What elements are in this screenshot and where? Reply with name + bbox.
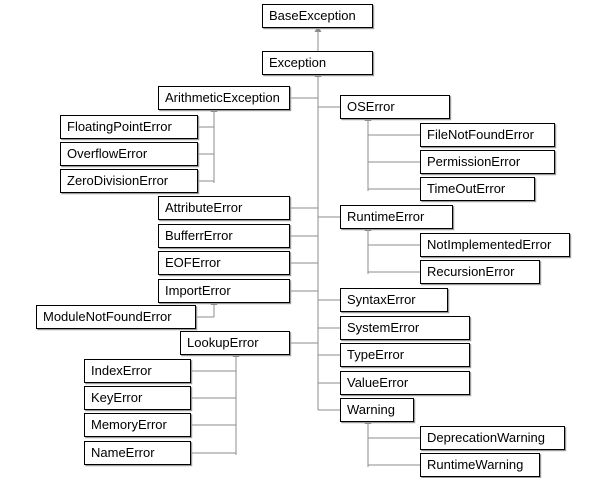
- node-recursion_error[interactable]: RecursionError: [420, 260, 540, 284]
- node-overflow_error[interactable]: OverflowError: [60, 142, 198, 166]
- node-type_error[interactable]: TypeError: [340, 343, 470, 367]
- node-eof_error[interactable]: EOFError: [158, 251, 290, 275]
- node-warning[interactable]: Warning: [340, 398, 414, 422]
- node-zero_division_error[interactable]: ZeroDivisionError: [60, 169, 198, 193]
- node-name_error[interactable]: NameError: [84, 441, 191, 465]
- node-runtime_warning[interactable]: RuntimeWarning: [420, 453, 540, 477]
- node-index_error[interactable]: IndexError: [84, 359, 191, 383]
- node-module_not_found[interactable]: ModuleNotFoundError: [36, 305, 196, 329]
- node-value_error[interactable]: ValueError: [340, 371, 470, 395]
- node-memory_error[interactable]: MemoryError: [84, 413, 191, 437]
- node-exception[interactable]: Exception: [262, 51, 373, 75]
- node-arithmetic_exception[interactable]: ArithmeticException: [158, 86, 290, 110]
- node-import_error[interactable]: ImportError: [158, 279, 290, 303]
- node-floating_point_error[interactable]: FloatingPointError: [60, 115, 198, 139]
- node-system_error[interactable]: SystemError: [340, 316, 470, 340]
- node-deprecation_warning[interactable]: DeprecationWarning: [420, 426, 565, 450]
- node-syntax_error[interactable]: SyntaxError: [340, 288, 448, 312]
- node-os_error[interactable]: OSError: [340, 95, 450, 119]
- node-permission_error[interactable]: PermissionError: [420, 150, 555, 174]
- node-lookup_error[interactable]: LookupError: [180, 331, 290, 355]
- node-bufferr_error[interactable]: BufferrError: [158, 224, 290, 248]
- node-file_not_found_error[interactable]: FileNotFoundError: [420, 123, 555, 147]
- node-time_out_error[interactable]: TimeOutError: [420, 177, 535, 201]
- node-not_implemented_error[interactable]: NotImplementedError: [420, 233, 570, 257]
- node-runtime_error[interactable]: RuntimeError: [340, 205, 453, 229]
- node-key_error[interactable]: KeyError: [84, 386, 191, 410]
- node-attribute_error[interactable]: AttributeError: [158, 196, 290, 220]
- node-base_exception[interactable]: BaseException: [262, 4, 373, 28]
